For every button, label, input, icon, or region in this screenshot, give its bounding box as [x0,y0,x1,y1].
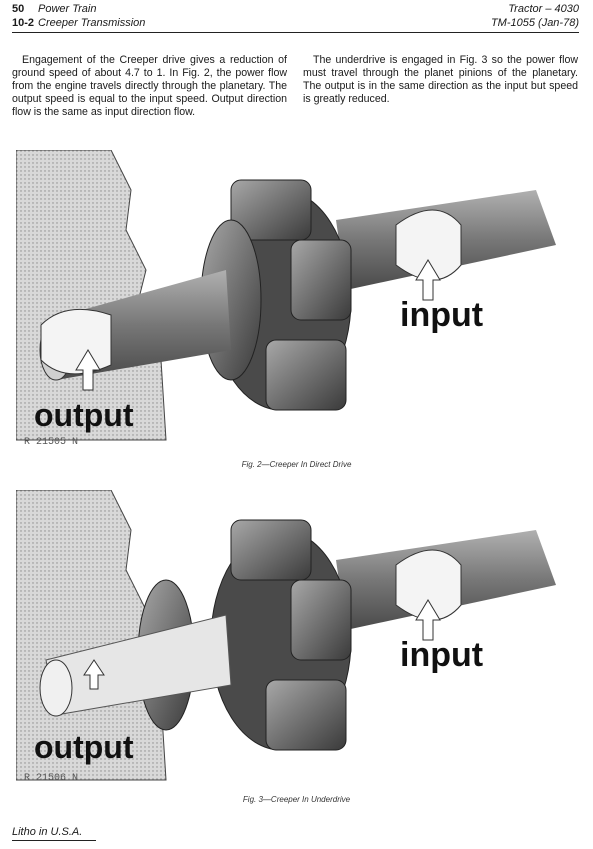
input-arrow-ring [395,549,462,621]
paragraph-right: The underdrive is engaged in Fig. 3 so t… [303,54,578,105]
output-arrow-ring [40,308,112,375]
section-title: Power Train [38,3,97,15]
figure-ref: R 21505 N [24,437,78,448]
body-text: Engagement of the Creeper drive gives a … [12,54,578,119]
model-name: Tractor – 4030 [508,3,579,15]
planet-gear-right [290,239,352,321]
input-label: input [400,296,483,334]
footer-rule [12,840,96,841]
figure-2-illustration: input output R 21505 N [16,150,576,450]
planet-gear-top [230,519,312,581]
figure-3-illustration: input output R 21506 N [16,490,576,790]
output-label: output [34,729,134,765]
output-label: output [34,397,134,433]
litho-footer: Litho in U.S.A. [12,826,83,838]
planet-gear-right [290,579,352,661]
planet-gear-bottom [265,679,347,751]
output-arrow [83,659,105,690]
figure-3-caption: Fig. 3—Creeper In Underdrive [242,795,351,804]
planet-gear-bottom [265,339,347,411]
subsection-title: Creeper Transmission [38,17,146,29]
input-arrow-ring [395,209,462,281]
figure-2-caption: Fig. 2—Creeper In Direct Drive [241,460,352,469]
paragraph-left: Engagement of the Creeper drive gives a … [12,54,287,118]
planet-gear-top [230,179,312,241]
header-rule [12,32,579,33]
figure-ref: R 21506 N [24,773,78,784]
input-label: input [400,636,483,674]
section-number: 10-2 [12,17,35,29]
page-number: 50 [12,3,25,15]
manual-id: TM-1055 (Jan-78) [490,17,579,29]
